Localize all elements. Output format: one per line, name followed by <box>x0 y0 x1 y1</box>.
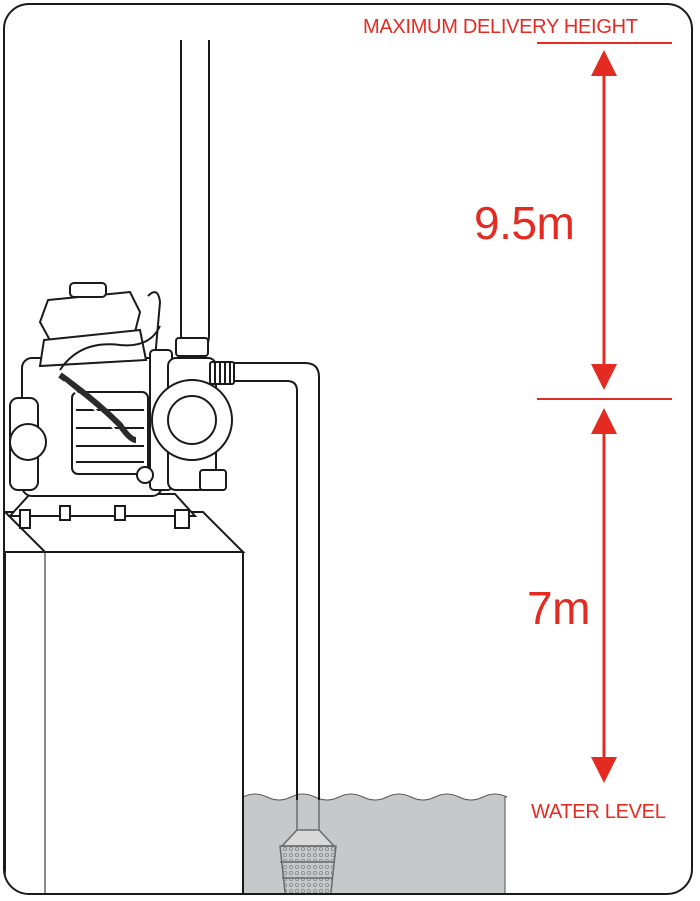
measurement-lines <box>537 42 672 400</box>
water-pump-illustration <box>7 282 235 529</box>
suction-hose-submerged <box>296 800 320 830</box>
delivery-height-arrow <box>591 50 617 390</box>
pump-stand <box>5 511 246 893</box>
suction-hose <box>232 362 320 800</box>
delivery-pipe <box>180 40 210 354</box>
water-level-label: WATER LEVEL <box>531 801 666 823</box>
suction-height-value: 7m <box>527 582 590 634</box>
suction-strainer <box>279 829 337 893</box>
delivery-height-value: 9.5m <box>474 197 575 249</box>
suction-height-arrow <box>591 408 617 783</box>
maximum-delivery-height-label: MAXIMUM DELIVERY HEIGHT <box>363 16 638 38</box>
